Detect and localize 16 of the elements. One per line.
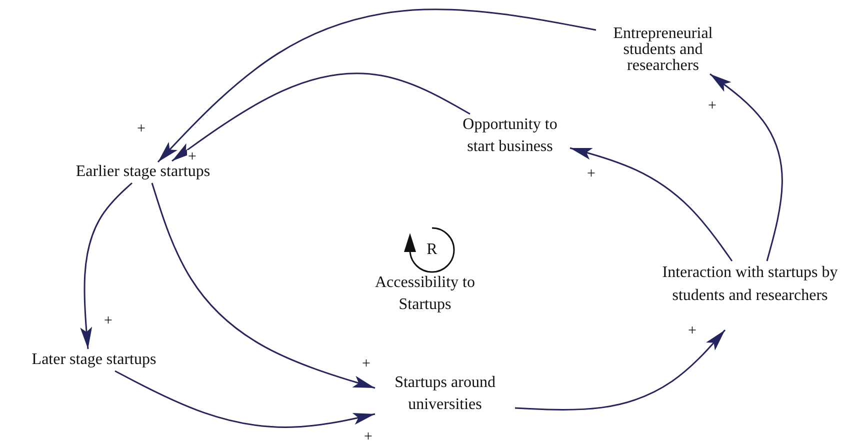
arrow bbox=[570, 147, 733, 262]
variable-label: Earlier stage startups bbox=[48, 161, 238, 183]
arrow bbox=[172, 72, 470, 162]
loop-name: Accessibility to Startups bbox=[374, 273, 476, 315]
arrow bbox=[80, 182, 132, 350]
arrow bbox=[710, 73, 783, 262]
arrow bbox=[114, 370, 376, 428]
loop-type-letter: R bbox=[426, 240, 438, 260]
arrow bbox=[151, 182, 376, 389]
variable-label: Startups around universities bbox=[375, 372, 515, 416]
variable-label: Opportunity to start business bbox=[450, 114, 570, 158]
arrow bbox=[514, 330, 726, 411]
variable-label: Interaction with startups by students and researchers bbox=[655, 261, 845, 307]
variable-label: Later stage startups bbox=[6, 349, 182, 371]
arrow bbox=[157, 8, 596, 163]
variable-label: Entrepreneurial students and researchers bbox=[596, 26, 730, 74]
